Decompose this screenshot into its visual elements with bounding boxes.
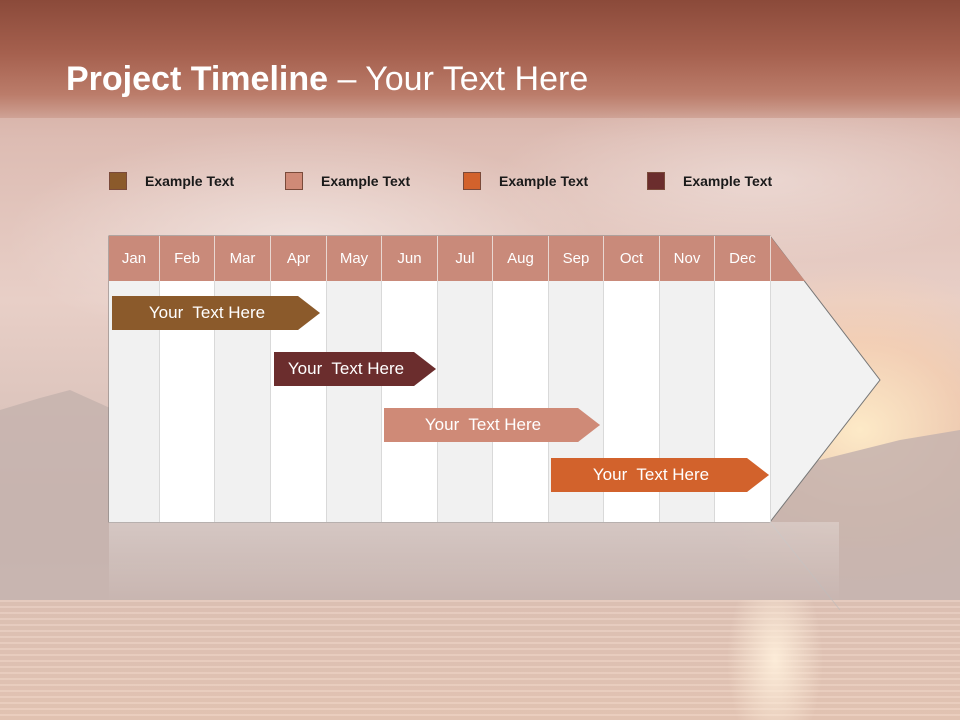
legend-item: Example Text [109, 170, 234, 192]
month-label: Oct [604, 236, 660, 281]
month-label: Dec [715, 236, 771, 281]
month-label: May [327, 236, 382, 281]
task-bar-label: Your Text Here [287, 359, 405, 378]
task-bar[interactable]: Your Text Here [551, 458, 769, 492]
month-label: Feb [160, 236, 215, 281]
month-label: Jun [382, 236, 438, 281]
task-bar-label: Your Text Here [148, 303, 266, 322]
legend-swatch [463, 172, 481, 190]
slide-header: Project Timeline – Your Text Here [0, 0, 960, 118]
month-label: Jul [438, 236, 493, 281]
month-column [493, 281, 549, 522]
arrow-header-tip [770, 236, 805, 281]
month-column [327, 281, 382, 522]
month-label: Sep [549, 236, 604, 281]
legend-label: Example Text [321, 173, 411, 189]
month-label: Jan [109, 236, 160, 281]
slide-title: Project Timeline – Your Text Here [66, 60, 588, 99]
task-bar[interactable]: Your Text Here [274, 352, 436, 386]
legend-swatch [647, 172, 665, 190]
legend-swatch [109, 172, 127, 190]
legend-label: Example Text [683, 173, 773, 189]
legend-item: Example Text [285, 170, 410, 192]
title-rest: – Your Text Here [328, 60, 589, 98]
month-label: Nov [660, 236, 715, 281]
task-bar[interactable]: Your Text Here [384, 408, 600, 442]
month-label: Apr [271, 236, 327, 281]
month-column [382, 281, 438, 522]
month-label: Aug [493, 236, 549, 281]
timeline-reflection [109, 522, 839, 602]
month-label: Mar [215, 236, 271, 281]
arrow-reflection-edge [769, 521, 841, 611]
month-column [438, 281, 493, 522]
task-bar-label: Your Text Here [592, 465, 710, 484]
water-surface [0, 600, 960, 720]
legend: Example Text Example Text Example Text E… [0, 170, 960, 194]
task-bar-label: Your Text Here [424, 415, 542, 434]
title-bold: Project Timeline [66, 60, 329, 98]
legend-item: Example Text [463, 170, 588, 192]
legend-label: Example Text [145, 173, 235, 189]
legend-item: Example Text [647, 170, 772, 192]
legend-swatch [285, 172, 303, 190]
task-bar[interactable]: Your Text Here [112, 296, 320, 330]
legend-label: Example Text [499, 173, 589, 189]
